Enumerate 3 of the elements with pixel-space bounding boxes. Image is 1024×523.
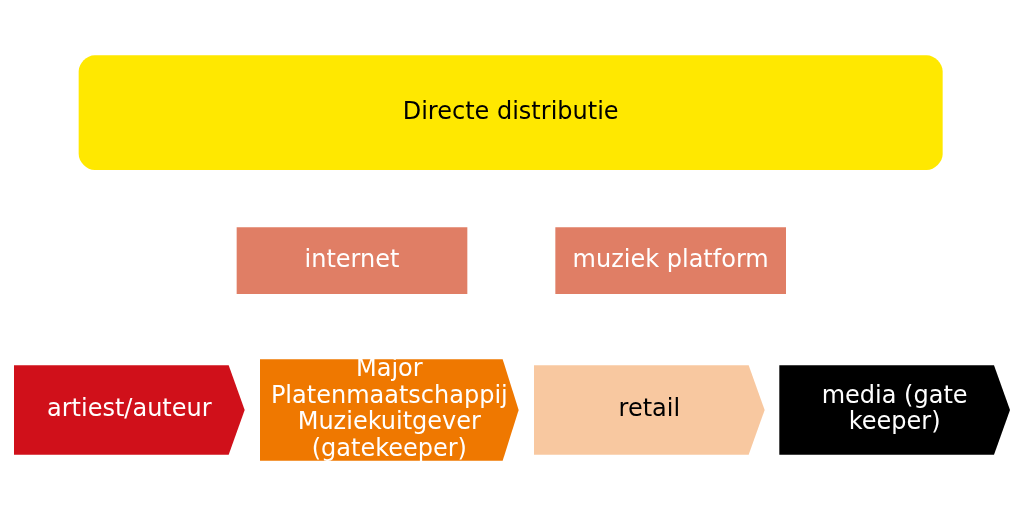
node-box: internet: [236, 226, 468, 294]
node-box: muziek platform: [555, 226, 786, 294]
node-box: Directe distributie: [78, 54, 943, 170]
